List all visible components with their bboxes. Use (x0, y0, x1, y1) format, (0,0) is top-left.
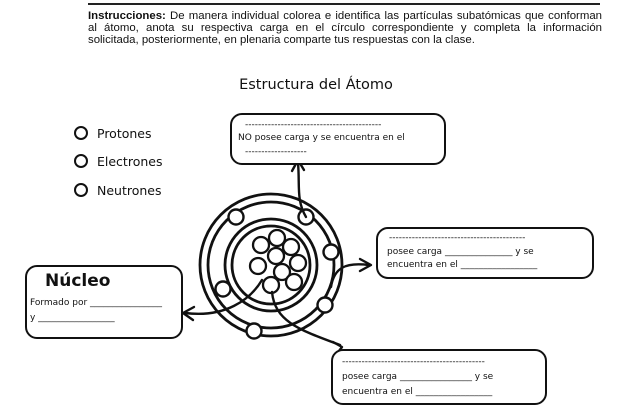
nucleus-particle[interactable] (266, 246, 286, 266)
arrow-to-right-box (329, 263, 371, 289)
page-title: Estructura del Átomo (239, 77, 393, 93)
inner-orbit-inner-ring (230, 224, 312, 306)
info-box-right: ----------------------------------------… (376, 227, 594, 279)
nucleus-particle[interactable] (272, 262, 292, 282)
electron-circle[interactable] (316, 296, 334, 314)
info-box-nucleo: Núcleo Formado por ________________ y __… (25, 265, 183, 339)
instructions-label: Instrucciones: (88, 10, 166, 22)
box-right-line2[interactable]: encuentra en el _________________ (387, 260, 538, 270)
nucleus-particle[interactable] (281, 237, 301, 257)
info-box-bottom: ----------------------------------------… (331, 349, 547, 405)
nucleus-particle[interactable] (267, 228, 287, 248)
box-bottom-line1[interactable]: posee carga ________________ y se (342, 372, 494, 382)
inner-orbit-outer-ring (223, 217, 319, 313)
nucleus-particle[interactable] (248, 256, 268, 276)
instructions-paragraph: Instrucciones: De manera individual colo… (88, 10, 602, 46)
box-right-line1[interactable]: posee carga _______________ y se (387, 247, 534, 257)
legend-item-electrones[interactable]: Electrones (74, 151, 162, 171)
arrow-to-left-box (183, 278, 264, 316)
header-rule (88, 3, 600, 5)
electron-circle[interactable] (214, 280, 232, 298)
answer-line[interactable]: ----------------------------------------… (342, 357, 485, 367)
box-bottom-line2[interactable]: encuentra en el _________________ (342, 387, 493, 397)
legend-item-neutrones[interactable]: Neutrones (74, 180, 162, 200)
nucleus-particle[interactable] (288, 253, 308, 273)
nucleo-line2[interactable]: y _________________ (30, 313, 115, 323)
answer-line[interactable]: ----------------------------------------… (389, 233, 526, 243)
electron-circle[interactable] (227, 208, 245, 226)
instructions-text: De manera individual colorea e identific… (88, 10, 602, 46)
nucleo-line1[interactable]: Formado por ________________ (30, 298, 163, 308)
electron-circle[interactable] (245, 322, 263, 340)
legend-label-protones: Protones (97, 125, 152, 141)
neutrones-color-circle[interactable] (74, 183, 88, 197)
outer-orbit-inner-ring (206, 200, 336, 330)
answer-line[interactable]: ------------------- (245, 147, 307, 157)
legend-item-protones[interactable]: Protones (74, 123, 152, 143)
nucleus-particle[interactable] (251, 235, 271, 255)
nucleo-title: Núcleo (45, 271, 111, 291)
arrow-to-bottom-box (270, 290, 342, 347)
nucleus-particle[interactable] (284, 272, 304, 292)
arrow-to-top-box (296, 161, 308, 219)
answer-line[interactable]: ----------------------------------------… (245, 120, 382, 130)
legend-label-neutrones: Neutrones (97, 182, 162, 198)
arrowhead-right (358, 257, 373, 273)
electron-circle[interactable] (322, 243, 340, 261)
legend-label-electrones: Electrones (97, 153, 163, 169)
outer-orbit-outer-ring (198, 192, 344, 338)
info-box-top: ----------------------------------------… (230, 113, 446, 165)
protones-color-circle[interactable] (74, 126, 88, 140)
nucleus-particle[interactable] (261, 275, 281, 295)
arrowhead-left (181, 305, 196, 322)
electrones-color-circle[interactable] (74, 154, 88, 168)
box-top-text: NO posee carga y se encuentra en el (238, 133, 405, 143)
